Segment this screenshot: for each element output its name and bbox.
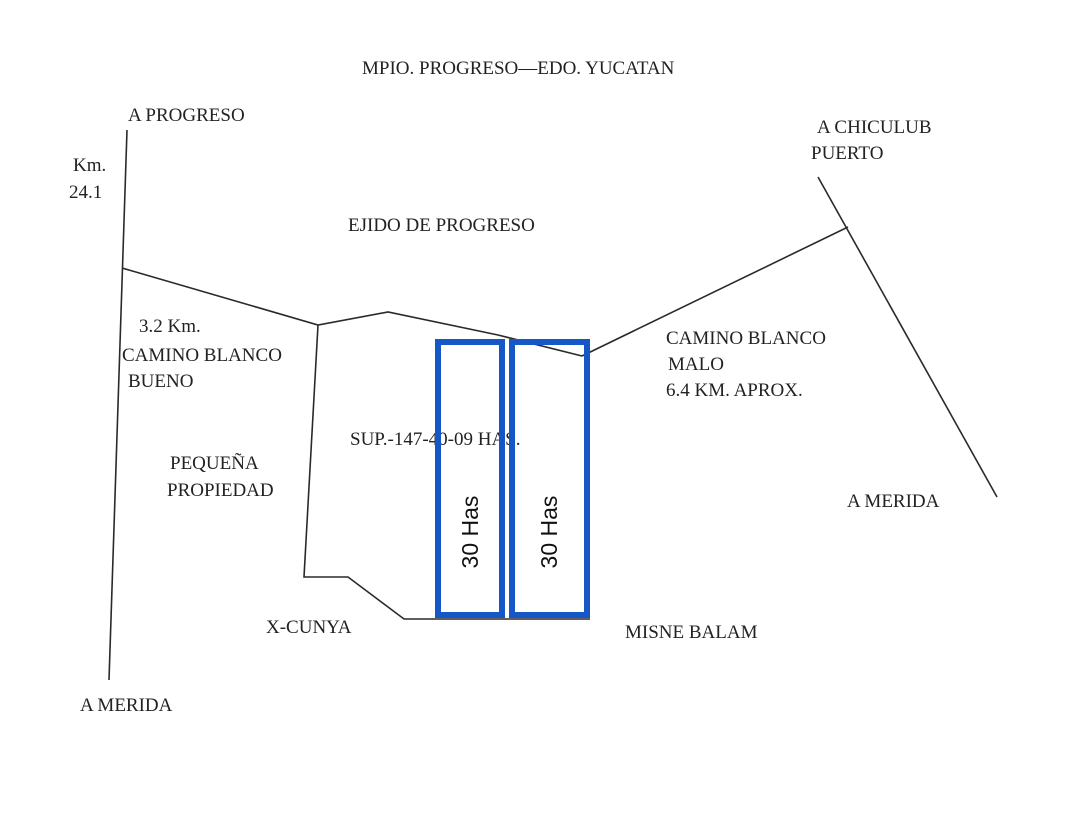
label-camino-malo: CAMINO BLANCO — [666, 328, 826, 349]
label-a-merida-right: A MERIDA — [847, 491, 940, 512]
label-km: Km. — [73, 155, 106, 176]
label-pequena: PEQUEÑA — [170, 452, 259, 474]
map-title: MPIO. PROGRESO—EDO. YUCATAN — [362, 58, 675, 79]
road-right-chiculub-merida — [817, 176, 998, 498]
label-camino-bueno: CAMINO BLANCO — [122, 345, 282, 366]
label-a-chiculub: A CHICULUB — [817, 117, 932, 138]
label-ejido: EJIDO DE PROGRESO — [348, 215, 535, 236]
label-propiedad: PROPIEDAD — [167, 480, 274, 501]
road-camino-blanco-malo — [581, 226, 849, 357]
label-puerto: PUERTO — [811, 143, 883, 164]
label-distance-bueno: 3.2 Km. — [139, 316, 201, 337]
label-km-value: 24.1 — [69, 182, 102, 203]
label-malo: MALO — [668, 354, 724, 375]
road-left-progreso-merida — [108, 129, 128, 681]
label-x-cunya: X-CUNYA — [266, 617, 352, 638]
property-west-south-boundary — [303, 324, 590, 620]
parcel-highlight[interactable] — [435, 339, 505, 618]
label-a-merida-left: A MERIDA — [80, 695, 173, 716]
label-misne-balam: MISNE BALAM — [625, 622, 758, 643]
parcel-label: 30 Has — [536, 496, 562, 569]
label-a-progreso: A PROGRESO — [128, 105, 245, 126]
parcel-highlight[interactable] — [509, 339, 590, 618]
label-malo-distance: 6.4 KM. APROX. — [666, 380, 803, 401]
parcel-label: 30 Has — [457, 496, 483, 569]
label-bueno: BUENO — [128, 371, 193, 392]
